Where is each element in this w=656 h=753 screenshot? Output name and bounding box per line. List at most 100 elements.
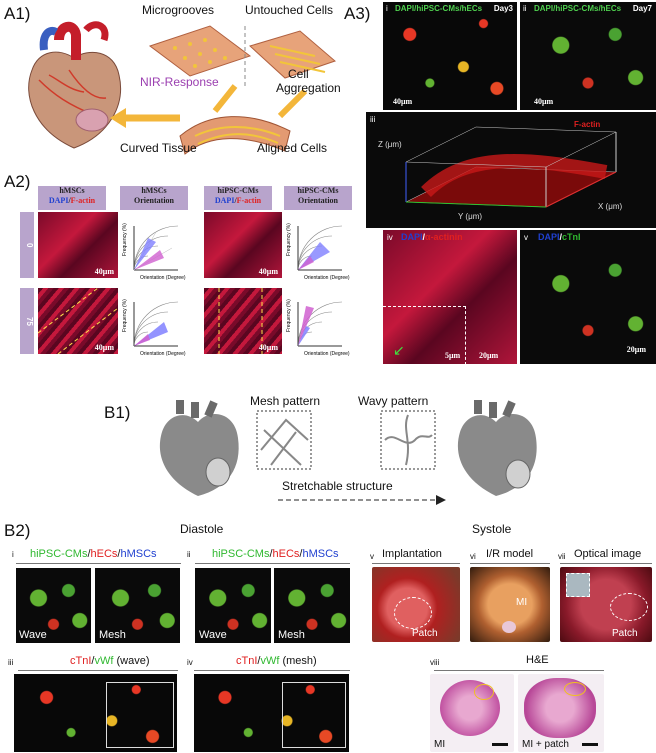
zoom-inset — [282, 682, 346, 748]
panel-num: i — [386, 4, 388, 13]
wave-label: Wave — [199, 629, 227, 641]
label-mesh-pattern: Mesh pattern — [250, 394, 321, 408]
label-a1: A1) — [4, 4, 31, 23]
panel-num: v — [370, 552, 374, 561]
panel-num: i — [12, 550, 14, 559]
wave-label: Wave — [19, 629, 47, 641]
b2-vi-title: I/R model — [486, 548, 534, 560]
b2-vi-photo: MI — [470, 567, 550, 642]
divider — [16, 563, 181, 564]
stain-label: DAPI/cTnI — [538, 232, 581, 242]
divider — [194, 670, 350, 671]
wavy-pattern-box — [380, 410, 436, 470]
scale-bar: 40μm — [534, 97, 554, 106]
b2-iii-image — [14, 674, 177, 752]
panel-num: iii — [370, 115, 376, 124]
microgroove-scheme — [148, 25, 336, 155]
panel-num: viii — [430, 658, 440, 667]
heart-model-left — [159, 400, 239, 496]
label-nir: NIR-Response — [140, 75, 219, 89]
a2-polar-hmsc-75: Frequency (%) Orientation (Degree) — [122, 299, 186, 357]
b2-viii-mi: MI — [430, 674, 514, 752]
label-systole: Systole — [472, 522, 512, 536]
divider — [560, 563, 652, 564]
label-curved: Curved Tissue — [120, 141, 197, 155]
patch-outline — [394, 597, 432, 629]
a3-v-image: v DAPI/cTnI 20μm — [520, 230, 656, 364]
infarct-region — [502, 621, 516, 633]
arrow-to-heart — [110, 108, 180, 128]
a3-iii-3d: iii F-actin Z (μm) Y (μm) X (μm) — [366, 112, 656, 228]
panel-num: vii — [558, 552, 566, 561]
a2-header-3: hiPSC-CMs DAPI/F-actin — [204, 186, 272, 210]
polar-xlabel: Orientation (Degree) — [140, 275, 186, 281]
label-b2: B2) — [4, 521, 31, 540]
a2-header-1: hMSCs DAPI/F-actin — [38, 186, 106, 210]
b2-i-title: hiPSC-CMs/hECs/hMSCs — [30, 548, 157, 560]
stain-label: F-actin — [574, 120, 601, 129]
dashed-arrow — [278, 495, 446, 505]
label-aggregation: Aggregation — [276, 81, 341, 95]
panel-num: iii — [8, 658, 14, 667]
polar-ylabel: Frequency (%) — [286, 223, 292, 256]
b2-ii-title: hiPSC-CMs/hECs/hMSCs — [212, 548, 339, 560]
divider — [434, 670, 604, 671]
patch-label: Patch — [612, 628, 638, 639]
day-label: Day7 — [632, 4, 652, 13]
highlight-circle — [474, 684, 494, 700]
scale-bar: 40μm — [258, 267, 278, 276]
patch-label: Patch — [412, 628, 438, 639]
label-wavy-pattern: Wavy pattern — [358, 394, 429, 408]
label-aligned: Aligned Cells — [257, 141, 328, 155]
scale-bar: 40μm — [94, 267, 114, 276]
panel-num: vi — [470, 552, 476, 561]
divider — [18, 670, 178, 671]
b2-i-mesh: Mesh — [95, 568, 180, 643]
scale-bar: 40μm — [94, 343, 114, 352]
scale-bar: 40μm — [258, 343, 278, 352]
label-stretchable: Stretchable structure — [282, 479, 393, 493]
label-microgrooves: Microgrooves — [142, 3, 215, 17]
b2-vii-photo: Patch — [560, 567, 652, 642]
b2-ii-mesh: Mesh — [274, 568, 350, 643]
stain-label: DAPI/α-actinin — [401, 232, 463, 242]
label-untouched: Untouched Cells — [245, 3, 334, 17]
label-a3: A3) — [344, 4, 371, 23]
a2-polar-hmsc-0: Frequency (%) Orientation (Degree) — [122, 223, 186, 281]
divider — [195, 563, 350, 564]
b2-v-title: Implantation — [382, 548, 442, 560]
scale-bar: 20μm — [626, 345, 646, 354]
polar-xlabel: Orientation (Degree) — [304, 275, 350, 281]
label-b1: B1) — [104, 403, 131, 422]
stain-labels: DAPI/hiPSC-CMs/hECs — [534, 4, 622, 13]
axis-z: Z (μm) — [378, 140, 402, 149]
b2-v-photo: Patch — [372, 567, 460, 642]
mi-patch-label: MI + patch — [522, 739, 569, 750]
polar-ylabel: Frequency (%) — [286, 299, 292, 332]
a2-polar-cm-75: Frequency (%) Orientation (Degree) — [286, 299, 350, 357]
label-cell: Cell — [288, 67, 309, 81]
panel-num: ii — [187, 550, 191, 559]
b2-viii-title: H&E — [526, 654, 549, 666]
highlight-circle — [564, 682, 586, 696]
panel-num: iv — [387, 233, 393, 242]
day-label: Day3 — [493, 4, 513, 13]
a2-cm-75-image: 40μm — [204, 288, 282, 354]
scale-bar: 40μm — [393, 97, 413, 106]
zoom-inset — [106, 682, 174, 748]
label-diastole: Diastole — [180, 522, 224, 536]
scale-bar — [582, 743, 598, 746]
panel-num: ii — [523, 4, 527, 13]
polar-xlabel: Orientation (Degree) — [304, 351, 350, 357]
a2-hmsc-0-image: 40μm — [38, 212, 118, 278]
a3-iv-image: iv DAPI/α-actinin ↙ 5μm 20μm — [383, 230, 517, 364]
b2-iii-title: cTnI/vWf (wave) — [70, 655, 150, 667]
panel-num: v — [524, 233, 528, 242]
mesh-label: Mesh — [99, 629, 126, 641]
polar-ylabel: Frequency (%) — [122, 223, 128, 256]
a3-i-image: i DAPI/hiPSC-CMs/hECs Day3 40μm — [383, 2, 517, 110]
mesh-label: Mesh — [278, 629, 305, 641]
label-a2: A2) — [4, 172, 31, 191]
